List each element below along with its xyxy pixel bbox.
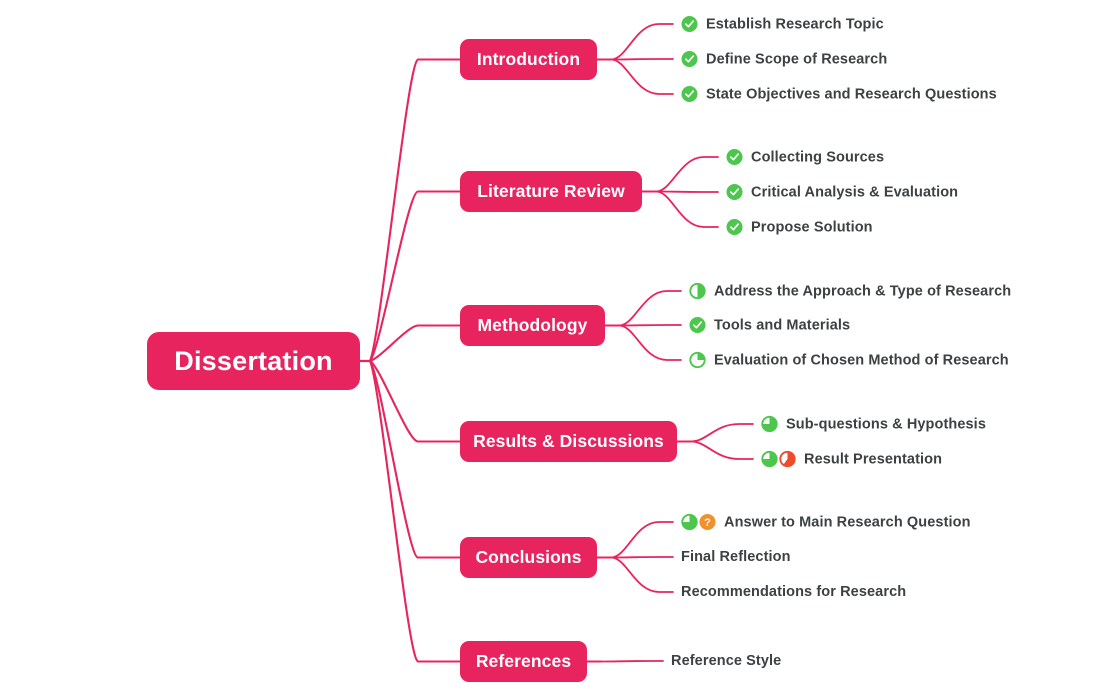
leaf-item[interactable]: Result Presentation: [761, 450, 943, 468]
leaf-item[interactable]: Sub-questions & Hypothesis: [761, 415, 986, 433]
leaf-item[interactable]: Tools and Materials: [689, 317, 850, 334]
leaf-status-icons: [689, 351, 706, 369]
check-green-icon: [681, 51, 698, 67]
leaf-item[interactable]: Final Reflection: [681, 549, 791, 565]
leaf-item[interactable]: Recommendations for Research: [681, 584, 906, 600]
check-green-icon: [726, 219, 743, 235]
pie-green-75-icon: [761, 450, 778, 468]
leaf-label: Propose Solution: [751, 219, 873, 235]
leaf-item[interactable]: ? Answer to Main Research Question: [681, 513, 971, 531]
leaf-label: Tools and Materials: [714, 317, 851, 333]
leaf-item[interactable]: Define Scope of Research: [681, 51, 887, 68]
leaf-status-icons: [681, 51, 698, 68]
leaf-label: Evaluation of Chosen Method of Research: [714, 352, 1009, 368]
pie-green-75-icon: [681, 513, 698, 531]
leaf-label: Address the Approach & Type of Research: [714, 283, 1012, 299]
leaf-item[interactable]: Reference Style: [671, 653, 781, 669]
check-green-icon: [689, 317, 706, 333]
check-green-icon: [726, 149, 743, 165]
leaf-item[interactable]: Establish Research Topic: [681, 16, 884, 33]
leaf-item[interactable]: Evaluation of Chosen Method of Research: [689, 351, 1009, 369]
leaf-status-icons: ?: [681, 513, 716, 531]
branch-node-introduction[interactable]: Introduction: [460, 39, 597, 80]
leaf-label: State Objectives and Research Questions: [706, 86, 997, 102]
pie-green-75-icon: [761, 415, 778, 433]
question-orange-icon: ?: [699, 514, 716, 530]
leaf-item[interactable]: Collecting Sources: [726, 149, 884, 166]
leaf-label: Collecting Sources: [751, 149, 885, 165]
leaf-status-icons: [689, 317, 706, 334]
leaf-item[interactable]: State Objectives and Research Questions: [681, 86, 997, 103]
leaf-status-icons: [681, 16, 698, 33]
check-green-icon: [726, 184, 743, 200]
pie-green-50-icon: [689, 282, 706, 300]
pie-red-60-icon: [779, 450, 796, 468]
svg-text:?: ?: [704, 517, 711, 529]
leaf-status-icons: [689, 282, 706, 300]
leaf-label: Reference Style: [671, 653, 782, 669]
leaf-label: Result Presentation: [804, 451, 943, 467]
leaf-status-icons: [726, 184, 743, 201]
pie-green-25-icon: [689, 351, 706, 369]
leaf-label: Sub-questions & Hypothesis: [786, 416, 986, 432]
leaf-item[interactable]: Propose Solution: [726, 219, 873, 236]
branch-node-methodology[interactable]: Methodology: [460, 305, 605, 346]
check-green-icon: [681, 16, 698, 32]
leaf-status-icons: [726, 219, 743, 236]
leaf-status-icons: [761, 415, 778, 433]
leaf-label: Recommendations for Research: [681, 584, 907, 600]
branch-node-references[interactable]: References: [460, 641, 587, 682]
leaf-status-icons: [726, 149, 743, 166]
root-node-dissertation[interactable]: Dissertation: [147, 332, 360, 390]
check-green-icon: [681, 86, 698, 102]
branch-node-results-discussions[interactable]: Results & Discussions: [460, 421, 677, 462]
leaf-label: Critical Analysis & Evaluation: [751, 184, 959, 200]
leaf-label: Define Scope of Research: [706, 51, 888, 67]
leaf-label: Final Reflection: [681, 549, 791, 565]
leaf-item[interactable]: Critical Analysis & Evaluation: [726, 184, 958, 201]
branch-node-conclusions[interactable]: Conclusions: [460, 537, 597, 578]
leaf-status-icons: [681, 86, 698, 103]
leaf-label: Answer to Main Research Question: [724, 514, 971, 530]
branch-node-literature-review[interactable]: Literature Review: [460, 171, 642, 212]
leaf-label: Establish Research Topic: [706, 16, 884, 32]
leaf-status-icons: [761, 450, 796, 468]
leaf-item[interactable]: Address the Approach & Type of Research: [689, 282, 1012, 300]
